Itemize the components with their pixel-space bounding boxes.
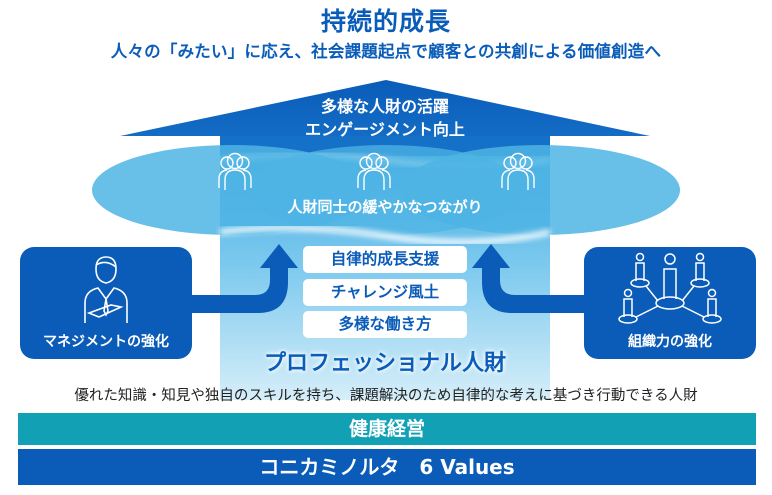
professional-description: 優れた知識・知見や独自のスキルを持ち、課題解決のため自律的な考えに基づき行動でき… xyxy=(74,388,698,404)
pillar-autonomous-growth: 自律的成長支援 xyxy=(303,246,467,273)
left-up-arrow xyxy=(190,244,298,313)
page-title: 持続的成長 xyxy=(320,7,451,36)
connection-label: 人財同士の緩やかなつながり xyxy=(287,198,483,216)
page-subtitle: 人々の「みたい」に応え、社会課題起点で顧客との共創による価値創造へ xyxy=(110,42,662,61)
professional-title: プロフェッショナル人財 xyxy=(263,351,506,376)
right-up-arrow xyxy=(472,244,585,313)
businessman-icon xyxy=(84,256,128,323)
people-group-icon xyxy=(218,152,252,190)
pillar-diverse-workstyles: 多様な働き方 xyxy=(303,311,467,338)
pillar-challenge-culture: チャレンジ風土 xyxy=(303,279,467,306)
roof-line-2: エンゲージメント向上 xyxy=(305,120,465,139)
organization-network-icon xyxy=(618,252,722,324)
health-management-band: 健康経営 xyxy=(18,413,756,445)
management-label: マネジメントの強化 xyxy=(43,334,169,350)
people-group-icon xyxy=(501,152,535,190)
six-values-band: コニカミノルタ 6 Values xyxy=(18,449,756,485)
organization-label: 組織力の強化 xyxy=(628,334,712,350)
people-group-icon xyxy=(357,152,391,190)
roof-line-1: 多様な人財の活躍 xyxy=(320,97,449,116)
connection-ellipses xyxy=(92,145,680,235)
house-roof xyxy=(120,80,650,150)
organization-box: 組織力の強化 xyxy=(584,247,756,359)
management-box: マネジメントの強化 xyxy=(20,247,192,359)
